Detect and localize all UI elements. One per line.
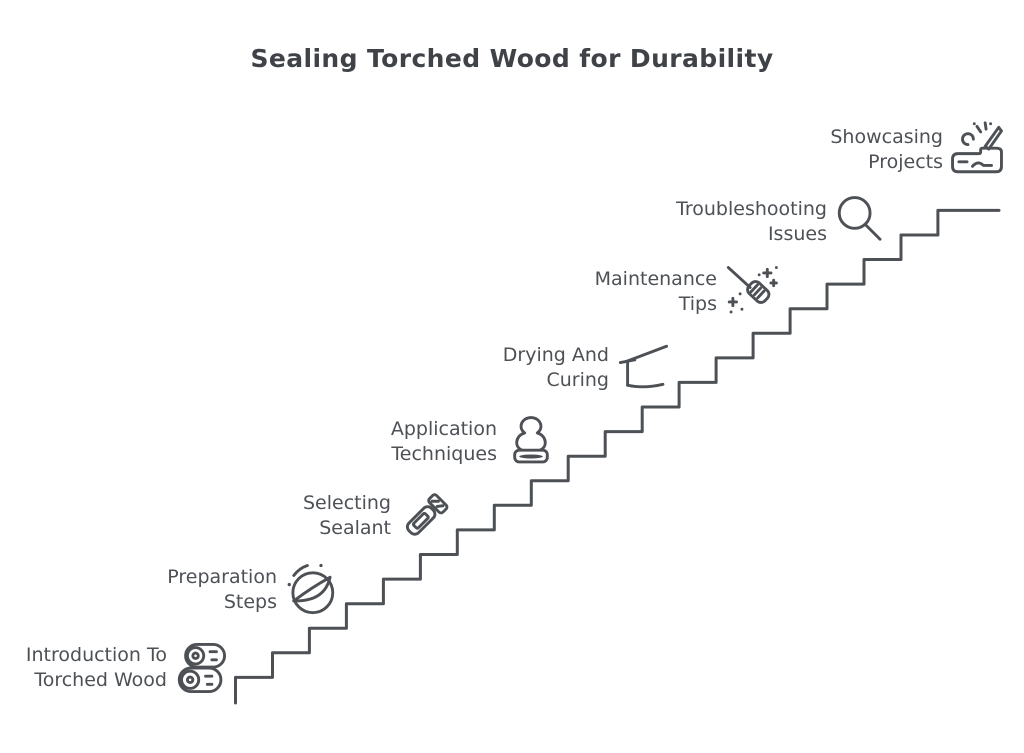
wood-logs-icon [177, 642, 227, 694]
step-label-line1: Selecting [303, 492, 391, 514]
step-label-line1: Application [390, 418, 497, 440]
step-application: Application Techniques [391, 413, 560, 471]
magnifying-glass-icon [837, 196, 882, 241]
step-label-line1: Introduction To [25, 644, 167, 666]
step-troubleshooting: Troubleshooting Issues [676, 193, 890, 251]
round-sander-icon [287, 563, 335, 615]
step-maintenance: Maintenance Tips [595, 263, 780, 321]
sealant-tube-icon [405, 493, 449, 536]
step-label-line2: Tips [678, 293, 717, 315]
step-label-line2: Torched Wood [34, 669, 167, 691]
step-label-line2: Issues [767, 223, 827, 245]
step-label-line1: Drying And [502, 344, 609, 366]
step-label-line2: Sealant [319, 517, 391, 539]
step-showcasing: Showcasing Projects [830, 121, 1006, 179]
engraving-pen-icon [951, 121, 1003, 174]
drying-board-icon [618, 344, 669, 389]
step-label-line1: Preparation [167, 566, 277, 588]
step-label-line2: Projects [868, 151, 943, 173]
step-label-line1: Maintenance [594, 268, 717, 290]
staircase-path [234, 208, 1001, 705]
broom-sparkle-icon [726, 266, 778, 314]
diagram-title: Sealing Torched Wood for Durability [250, 44, 774, 73]
step-selecting-sealant: Selecting Sealant [303, 487, 454, 545]
step-label-line2: Techniques [391, 443, 497, 465]
step-introduction: Introduction To Torched Wood [26, 639, 230, 697]
step-label-line1: Showcasing [830, 126, 943, 148]
step-label-line2: Steps [223, 591, 277, 613]
step-label-line1: Troubleshooting [676, 198, 827, 220]
step-drying-curing: Drying And Curing [503, 339, 672, 397]
step-preparation: Preparation Steps [167, 561, 340, 619]
step-label-line2: Curing [546, 369, 609, 391]
stamp-icon [513, 416, 549, 464]
